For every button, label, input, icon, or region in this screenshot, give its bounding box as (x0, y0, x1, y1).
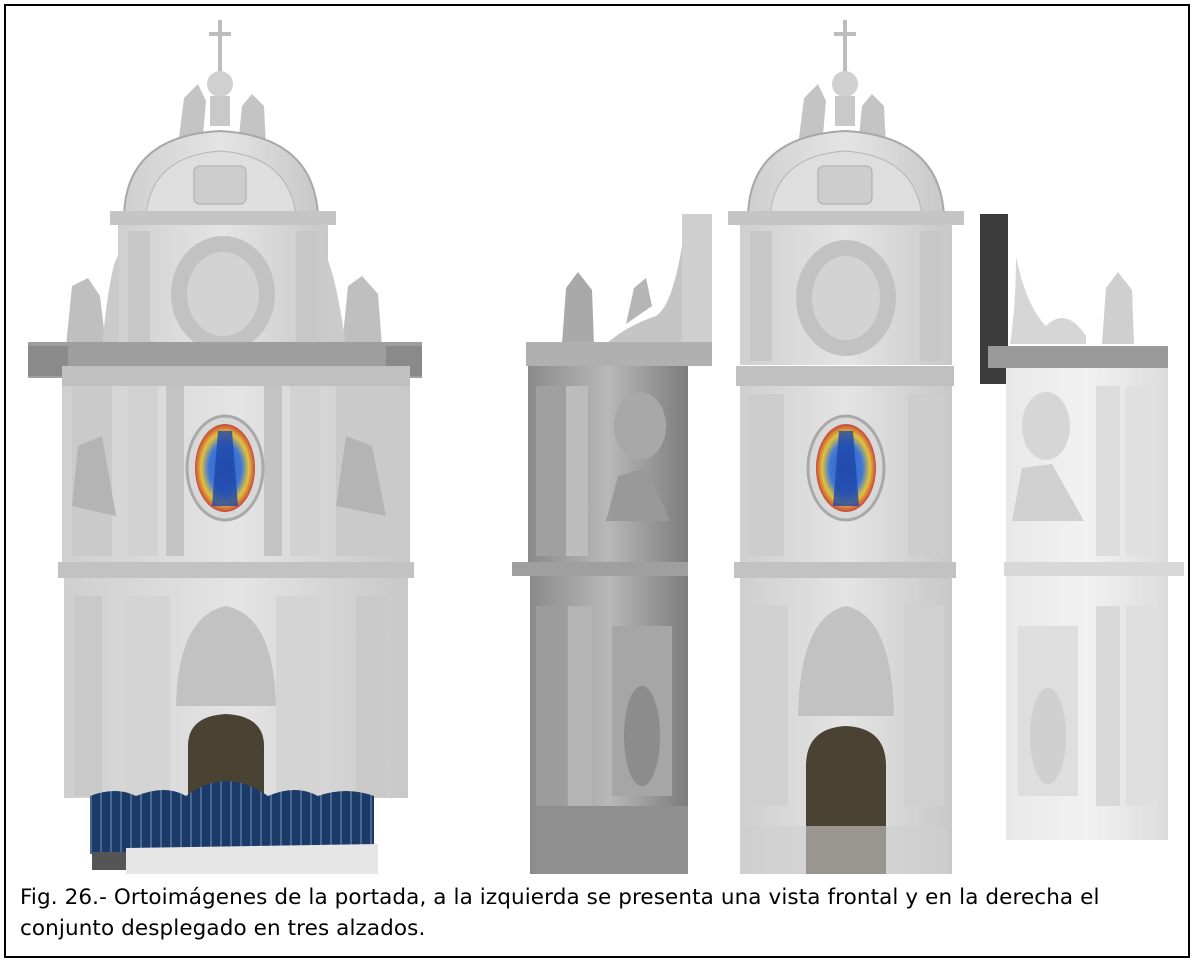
central-elevation (728, 20, 964, 874)
figure-caption: Fig. 26.- Ortoimágenes de la portada, a … (20, 885, 1100, 941)
frontal-view (28, 20, 422, 874)
right-side-elevation (980, 214, 1184, 840)
orthoimages-figure (6, 6, 1192, 876)
figure-frame: Fig. 26.- Ortoimágenes de la portada, a … (4, 4, 1190, 958)
left-side-elevation (512, 214, 712, 874)
orthoimages-drawing (28, 20, 1184, 874)
